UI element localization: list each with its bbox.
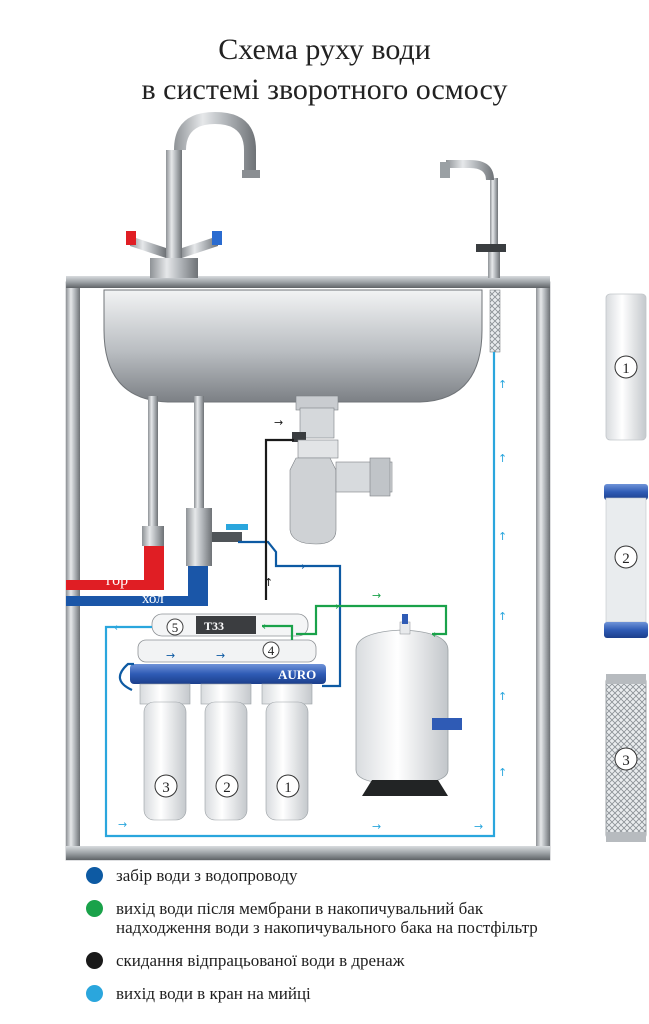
filter-5-label: 5 — [172, 620, 179, 635]
tap-out-line — [104, 352, 496, 838]
filter-1-label: 1 — [284, 780, 292, 796]
legend-text: вихід води в кран на мийці — [116, 984, 311, 1003]
intake-loop — [118, 662, 134, 692]
arrow-up-icon: ↑ — [498, 378, 507, 391]
arrow-right-icon: → — [474, 820, 483, 833]
black-dot-icon — [86, 952, 103, 969]
filter-3-label: 3 — [162, 780, 170, 796]
arrow-left-icon: ← — [262, 620, 271, 633]
ro-faucet — [440, 160, 506, 353]
cartridge-1: 1 — [605, 293, 647, 441]
cartridge-2: 2 — [604, 484, 648, 638]
kitchen-faucet — [126, 112, 260, 278]
arrow-left-icon: ← — [114, 621, 123, 634]
arrow-right-icon: → — [166, 649, 175, 662]
filter-4-marker — [262, 641, 280, 659]
brand-label: AURO — [278, 667, 316, 682]
filter-4-label: 4 — [268, 643, 275, 658]
flow-arrows: → ↑ → → → → → ← ← ← → → → ↑ ↑ ↑ ↑ ↑ ↑ — [114, 378, 507, 833]
feed-valve — [212, 532, 242, 542]
storage-tank — [355, 614, 462, 796]
membrane-housing — [137, 639, 317, 663]
arrow-up-icon: ↑ — [498, 452, 507, 465]
mounting-bracket — [130, 664, 326, 684]
arrow-left-icon: ← — [432, 628, 441, 641]
supply-pipes — [142, 396, 248, 566]
sink-bowl — [103, 289, 483, 403]
filter-5-marker — [166, 618, 184, 636]
tank-to-postfilter-line — [262, 624, 294, 640]
flow-lines — [104, 352, 496, 838]
legend-item-drain: скидання відпрацьованої води в дренаж — [86, 951, 646, 970]
drain-saddle — [292, 432, 306, 442]
legend-item-intake: забір води з водопроводу — [86, 866, 646, 885]
arrow-up-icon: ↑ — [498, 530, 507, 543]
legend-text: вихід води після мембрани в накопичуваль… — [116, 899, 484, 918]
cold-handle-icon — [212, 231, 222, 245]
filter-system: T33 5 4 AURO 3 2 1 — [130, 613, 326, 821]
drain-line — [264, 438, 294, 600]
title-line-2: в системі зворотного осмосу — [141, 73, 508, 106]
intake-line — [238, 540, 342, 688]
drain-siphon — [289, 395, 393, 545]
cartridge-2-label: 2 — [622, 551, 630, 567]
hot-label: гор — [106, 572, 128, 589]
hot-cold-lines: гор хол — [66, 546, 208, 607]
blue-dot-icon — [86, 867, 103, 884]
arrow-right-icon: → — [372, 820, 381, 833]
legend: забір води з водопроводу вихід води післ… — [86, 866, 646, 1014]
membrane-out-line — [296, 604, 448, 636]
legend-item-membrane: вихід води після мембрани в накопичуваль… — [86, 899, 646, 937]
arrow-up-icon: ↑ — [498, 690, 507, 703]
filter-2-label: 2 — [223, 780, 231, 796]
filter-1-marker — [276, 774, 300, 798]
arrow-right-icon: → — [274, 416, 283, 429]
cartridge-1-label: 1 — [622, 361, 630, 377]
light-blue-dot-icon — [86, 985, 103, 1002]
arrow-up-icon: ↑ — [264, 576, 273, 589]
arrow-right-icon: → — [296, 560, 305, 573]
cold-label: хол — [142, 591, 164, 607]
diagram-title: Схема руху води в системі зворотного осм… — [0, 30, 649, 110]
legend-item-tap: вихід води в кран на мийці — [86, 984, 646, 1003]
arrow-right-icon: → — [330, 600, 339, 613]
arrow-right-icon: → — [372, 589, 381, 602]
filter-housing-2 — [200, 683, 252, 821]
arrow-right-icon: → — [118, 818, 127, 831]
arrow-right-icon: → — [216, 649, 225, 662]
filter-housing-1 — [261, 683, 313, 821]
filter-3-marker — [154, 774, 178, 798]
filter-2-marker — [215, 774, 239, 798]
title-line-1: Схема руху води — [218, 33, 431, 66]
cartridge-3: 3 — [605, 674, 647, 842]
legend-text: забір води з водопроводу — [116, 866, 298, 885]
hot-handle-icon — [126, 231, 136, 245]
cartridge-3-label: 3 — [622, 753, 630, 769]
arrow-up-icon: ↑ — [498, 610, 507, 623]
filter-housing-3 — [139, 683, 191, 821]
postfilter-brand: T33 — [204, 619, 224, 633]
green-dot-icon — [86, 900, 103, 917]
legend-text-2: надходження води з накопичувального бака… — [116, 918, 538, 937]
countertop — [66, 276, 550, 288]
arrow-up-icon: ↑ — [498, 766, 507, 779]
legend-text: скидання відпрацьованої води в дренаж — [116, 951, 405, 970]
